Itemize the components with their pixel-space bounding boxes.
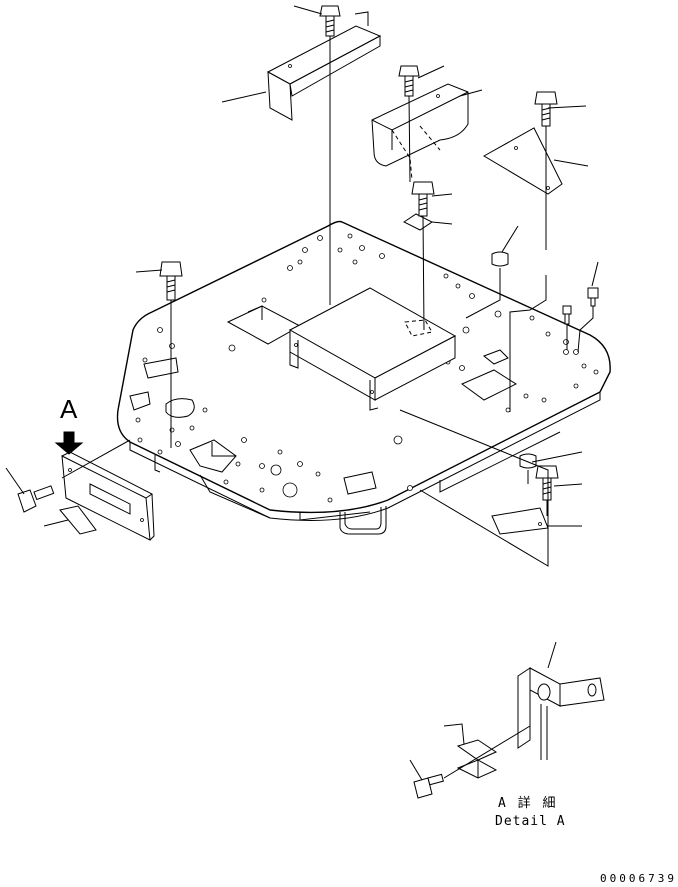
bottom-right-plate bbox=[491, 507, 549, 535]
detail-title-en: Detail A bbox=[495, 814, 566, 829]
bolt-center-top bbox=[398, 65, 420, 97]
detail-title-jp: A 詳 細 bbox=[498, 796, 558, 811]
detail-a-bolt bbox=[409, 725, 531, 799]
plugs bbox=[491, 251, 599, 469]
small-clip bbox=[403, 213, 433, 231]
right-cover-plate bbox=[482, 127, 563, 195]
view-marker-label: A bbox=[60, 394, 78, 424]
bolt-right-top bbox=[534, 91, 558, 127]
spacer-pin bbox=[59, 505, 97, 535]
top-center-cover bbox=[371, 83, 469, 181]
bolt-bottom-right bbox=[535, 465, 559, 501]
arrow-down-icon bbox=[54, 431, 84, 455]
detail-a-clip bbox=[443, 723, 498, 779]
bolt-top bbox=[319, 5, 341, 37]
bolt-left bbox=[159, 261, 183, 301]
front-access-panel bbox=[61, 451, 155, 541]
top-left-cover bbox=[266, 11, 382, 121]
center-bracket-box bbox=[288, 287, 457, 411]
bolt-front bbox=[17, 485, 55, 513]
drawing-number: 00006739 bbox=[600, 872, 677, 885]
bolt-center bbox=[411, 181, 435, 217]
detail-a-bracket bbox=[517, 641, 605, 760]
leader-lines bbox=[5, 5, 599, 567]
